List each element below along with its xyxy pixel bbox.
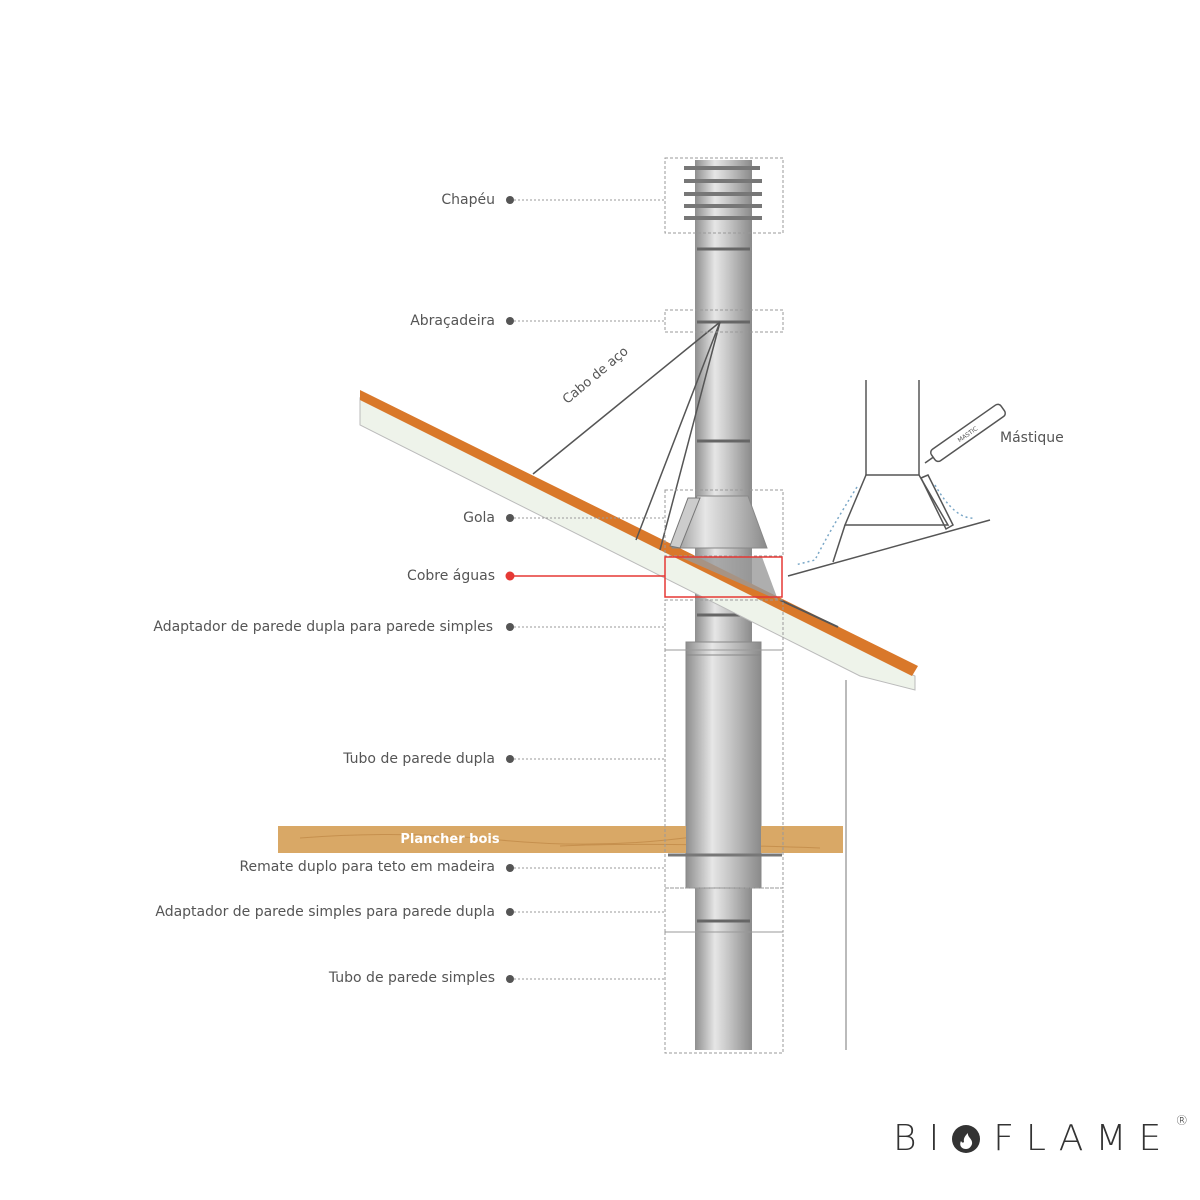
registered-mark: ® xyxy=(1175,1114,1189,1129)
flame-icon xyxy=(952,1124,981,1153)
wood-floor xyxy=(278,826,843,853)
label-tubo-simples: Tubo de parede simples xyxy=(328,970,495,986)
logo-text-right: FLAME xyxy=(993,1118,1174,1159)
logo-text-left: BI xyxy=(893,1118,952,1159)
floor-label: Plancher bois xyxy=(400,832,499,847)
label-gola: Gola xyxy=(463,510,495,526)
label-remate-duplo: Remate duplo para teto em madeira xyxy=(239,859,495,875)
bioflame-logo: BI FLAME ® xyxy=(893,1114,1188,1159)
roof-flashing xyxy=(680,557,778,600)
label-adaptador-simples-dupla: Adaptador de parede simples para parede … xyxy=(155,904,495,920)
cap-chapeu xyxy=(684,166,762,220)
label-tubo-dupla: Tubo de parede dupla xyxy=(343,751,495,767)
label-abracadeira: Abraçadeira xyxy=(410,313,495,329)
leader-lines xyxy=(510,199,665,980)
steel-cable xyxy=(532,321,721,551)
label-chapeu: Chapéu xyxy=(441,192,495,208)
label-cobre-aguas: Cobre águas xyxy=(407,568,495,584)
label-mastique: Mástique xyxy=(1000,430,1064,446)
cobre-aguas-dot xyxy=(505,571,515,581)
mastic-detail: MASTIC xyxy=(787,380,1007,577)
label-adaptador-dupla-simples: Adaptador de parede dupla para parede si… xyxy=(153,619,493,635)
roof xyxy=(359,390,918,691)
cobre-aguas-highlight xyxy=(664,556,783,598)
component-boxes xyxy=(664,157,784,1054)
leader-dots xyxy=(506,196,514,983)
